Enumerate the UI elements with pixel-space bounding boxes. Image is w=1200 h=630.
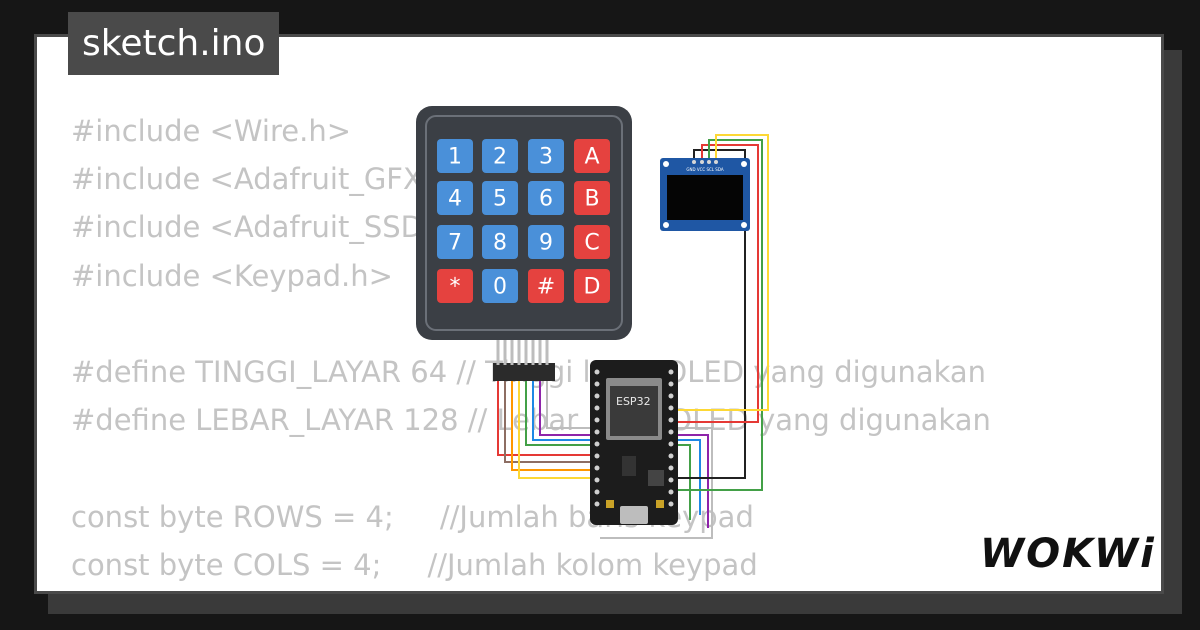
keypad-key-label: * bbox=[450, 275, 461, 300]
keypad-key-1[interactable]: 1 bbox=[437, 139, 473, 173]
keypad-key-label: 7 bbox=[448, 231, 462, 256]
keypad-key-label: 6 bbox=[539, 187, 553, 212]
keypad-key-label: C bbox=[584, 231, 599, 256]
keypad-key-8[interactable]: 8 bbox=[482, 225, 518, 259]
keypad-key-label: 4 bbox=[448, 187, 462, 212]
oled-pin-labels: GND VCC SCL SDA bbox=[686, 167, 723, 172]
keypad-key-label: # bbox=[537, 275, 555, 300]
keypad-key-C[interactable]: C bbox=[574, 225, 610, 259]
keypad-key-label: 9 bbox=[539, 231, 553, 256]
keypad-key-A[interactable]: A bbox=[574, 139, 610, 173]
keypad-key-5[interactable]: 5 bbox=[482, 181, 518, 215]
keypad-key-label: D bbox=[584, 275, 601, 300]
keypad-key-label: 5 bbox=[493, 187, 507, 212]
code-line: #include <Keypad.h> bbox=[71, 258, 393, 293]
keypad-key-2[interactable]: 2 bbox=[482, 139, 518, 173]
wokwi-logo: WOKWi bbox=[980, 531, 1155, 576]
keypad-key-3[interactable]: 3 bbox=[528, 139, 564, 173]
keypad-key-*[interactable]: * bbox=[437, 269, 473, 303]
keypad-key-B[interactable]: B bbox=[574, 181, 610, 215]
code-line: #include <Wire.h> bbox=[71, 114, 352, 148]
keypad-key-label: 2 bbox=[493, 145, 507, 170]
oled-wires bbox=[678, 134, 769, 491]
keypad-key-label: A bbox=[584, 145, 599, 170]
keypad-key-label: 0 bbox=[493, 275, 507, 300]
code-line: const byte COLS = 4; //Jumlah kolom keyp… bbox=[71, 547, 758, 582]
keypad-connector bbox=[493, 338, 555, 381]
esp32-board: ESP32 bbox=[590, 360, 678, 525]
keypad-key-label: 1 bbox=[448, 145, 462, 170]
keypad-key-0[interactable]: 0 bbox=[482, 269, 518, 303]
keypad: 1 2 3 A 4 5 6 B 7 8 9 C * 0 # D bbox=[416, 106, 632, 340]
keypad-key-D[interactable]: D bbox=[574, 269, 610, 303]
keypad-key-#[interactable]: # bbox=[528, 269, 564, 303]
esp32-label: ESP32 bbox=[616, 395, 651, 408]
keypad-key-label: 3 bbox=[539, 145, 553, 170]
keypad-key-9[interactable]: 9 bbox=[528, 225, 564, 259]
keypad-key-label: B bbox=[584, 187, 599, 212]
keypad-key-4[interactable]: 4 bbox=[437, 181, 473, 215]
file-tab[interactable]: sketch.ino bbox=[68, 12, 280, 75]
keypad-key-label: 8 bbox=[493, 231, 507, 256]
oled-display: GND VCC SCL SDA bbox=[660, 158, 750, 231]
keypad-key-6[interactable]: 6 bbox=[528, 181, 564, 215]
keypad-key-7[interactable]: 7 bbox=[437, 225, 473, 259]
svg-text:WOKWi: WOKWi bbox=[980, 531, 1155, 576]
